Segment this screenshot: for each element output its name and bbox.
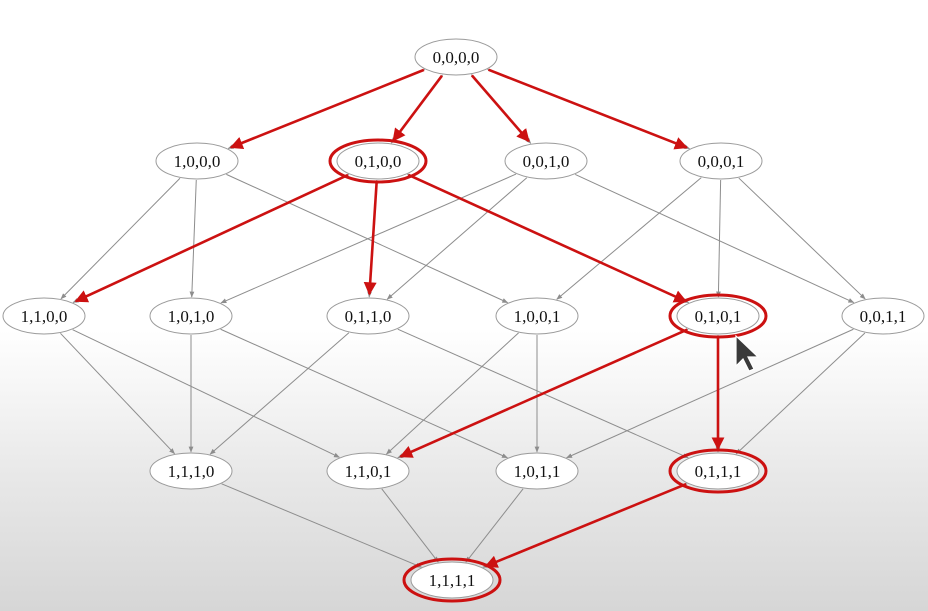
node-ellipse (336, 142, 420, 180)
red-edge-0111-1111 (484, 482, 687, 568)
edge-0010-0110 (386, 177, 528, 300)
red-edge-0000-0100 (392, 74, 444, 142)
edge-1001-1101 (385, 332, 519, 455)
node-0101: 0,1,0,1 (676, 297, 760, 335)
node-ellipse (155, 142, 239, 180)
highlight-ring-0111 (668, 448, 768, 494)
edge-0011-1011 (566, 328, 854, 459)
red-edge-0000-1000 (229, 68, 425, 150)
node-label: 0,1,1,1 (695, 462, 742, 481)
node-ellipse (326, 297, 410, 335)
node-ellipse (326, 452, 410, 490)
node-ellipse (414, 38, 498, 76)
edge-0001-0101 (716, 179, 722, 298)
node-label: 0,1,0,1 (695, 307, 742, 326)
red-edge-0101-1101 (399, 328, 688, 458)
node-1110: 1,1,1,0 (149, 452, 233, 490)
edge-1100-1101 (72, 329, 340, 458)
node-1101: 1,1,0,1 (326, 452, 410, 490)
red-edge-0100-1100 (74, 173, 349, 303)
node-label: 0,0,1,1 (860, 307, 907, 326)
edge-0010-1010 (220, 173, 517, 304)
node-ellipse (676, 297, 760, 335)
node-label: 1,1,0,1 (345, 462, 392, 481)
highlight-ring-0101 (668, 293, 768, 339)
node-ellipse (149, 297, 233, 335)
edge-1000-1100 (60, 177, 181, 300)
node-1001: 1,0,0,1 (495, 297, 579, 335)
node-label: 1,0,1,0 (168, 307, 215, 326)
edge-1000-1010 (189, 179, 197, 298)
red-edge-0000-0010 (470, 74, 530, 143)
node-0110: 0,1,1,0 (326, 297, 410, 335)
edge-1010-1011 (220, 328, 508, 459)
node-1000: 1,0,0,0 (155, 142, 239, 180)
edge-1100-1110 (60, 332, 175, 455)
node-label: 0,0,0,0 (433, 48, 480, 67)
node-ellipse (149, 452, 233, 490)
node-0111: 0,1,1,1 (676, 452, 760, 490)
edge-1101-1111 (381, 488, 439, 563)
node-1010: 1,0,1,0 (149, 297, 233, 335)
edge-1000-1001 (226, 173, 509, 304)
edge-1110-1111 (221, 483, 422, 568)
node-label: 0,1,0,0 (355, 152, 402, 171)
node-ellipse (495, 452, 579, 490)
edge-1011-1111 (465, 488, 524, 563)
mouse-pointer-icon (735, 334, 760, 372)
red-edge-0100-0101 (407, 173, 688, 303)
node-0001: 0,0,0,1 (679, 142, 763, 180)
red-edge-0000-0001 (487, 68, 688, 150)
node-label: 0,1,1,0 (345, 307, 392, 326)
node-ellipse (495, 297, 579, 335)
nodes: 0,0,0,0 1,0,0,0 0,1,0,0 0,0,1,0 0,0,0,1 1,1,0… (2, 38, 925, 599)
highlight-ring-0100 (328, 138, 428, 184)
highlight-rings (328, 138, 768, 603)
node-1011: 1,0,1,1 (495, 452, 579, 490)
edge-0001-1001 (556, 177, 702, 300)
node-0010: 0,0,1,0 (504, 142, 588, 180)
node-label: 0,0,1,0 (523, 152, 570, 171)
node-label: 1,0,1,1 (514, 462, 561, 481)
red-edges (74, 68, 725, 568)
edge-0110-1110 (209, 332, 350, 455)
node-ellipse (504, 142, 588, 180)
node-label: 1,0,0,0 (174, 152, 221, 171)
node-ellipse (676, 452, 760, 490)
node-1111: 1,1,1,1 (410, 561, 494, 599)
node-label: 1,1,0,0 (21, 307, 68, 326)
highlight-ring-1111 (402, 557, 502, 603)
node-label: 0,0,0,1 (698, 152, 745, 171)
node-ellipse (841, 297, 925, 335)
node-label: 1,1,1,0 (168, 462, 215, 481)
node-label: 1,1,1,1 (429, 571, 476, 590)
node-ellipse (410, 561, 494, 599)
node-ellipse (679, 142, 763, 180)
node-ellipse (2, 297, 86, 335)
node-0100: 0,1,0,0 (336, 142, 420, 180)
node-0011: 0,0,1,1 (841, 297, 925, 335)
edge-0010-0011 (575, 173, 855, 304)
edge-0001-0011 (738, 177, 866, 300)
node-label: 1,0,0,1 (514, 307, 561, 326)
red-edge-0100-0110 (363, 180, 379, 296)
node-0000: 0,0,0,0 (414, 38, 498, 76)
edge-0011-0111 (735, 332, 866, 455)
node-1100: 1,1,0,0 (2, 297, 86, 335)
